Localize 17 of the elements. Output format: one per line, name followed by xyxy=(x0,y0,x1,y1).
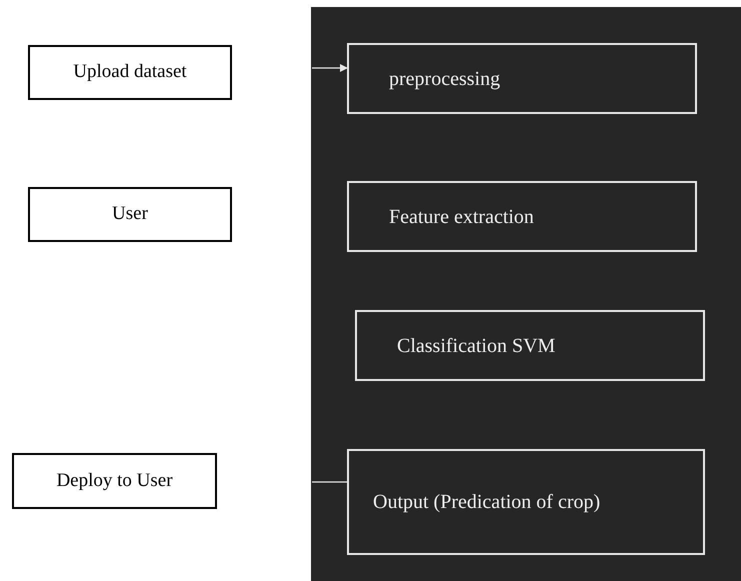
box-label: Classification SVM xyxy=(397,334,556,358)
box-label: preprocessing xyxy=(389,66,500,90)
process-box xyxy=(347,449,705,555)
process-box xyxy=(355,310,705,381)
box-label: Output (Predication of crop) xyxy=(373,490,600,514)
box-label: Feature extraction xyxy=(389,204,534,228)
arrow xyxy=(312,64,348,72)
process-box xyxy=(28,187,232,242)
box-label: User xyxy=(112,202,148,226)
connector-line xyxy=(312,481,347,483)
process-box xyxy=(12,453,217,509)
box-label: Upload dataset xyxy=(73,60,187,84)
dark-panel xyxy=(311,7,741,581)
process-box xyxy=(28,45,232,100)
box-label: Deploy to User xyxy=(56,468,173,493)
process-box xyxy=(347,181,697,252)
process-box xyxy=(347,43,697,114)
